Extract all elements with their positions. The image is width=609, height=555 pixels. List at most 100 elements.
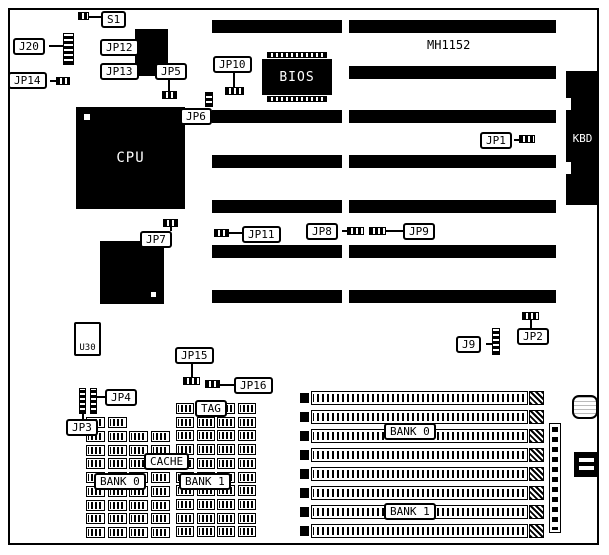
cache-chip (107, 513, 127, 525)
simm-module (311, 524, 528, 538)
simm-socket-end (529, 467, 544, 481)
cache-chip (176, 416, 194, 428)
jp15-connector (183, 377, 200, 385)
jp10-connector (225, 87, 244, 95)
jp6-connector (205, 92, 213, 107)
isa-slot (349, 290, 556, 303)
cache-chip (237, 403, 256, 414)
isa-slot (212, 200, 342, 213)
callout-jp2: JP2 (517, 328, 549, 345)
cache-chip (237, 457, 256, 469)
cache-chip (237, 444, 256, 456)
j9-connector (492, 328, 500, 355)
jp7-connector (163, 219, 178, 227)
cache-chip (176, 498, 194, 510)
leader-line (170, 227, 172, 231)
u30-label: U30 (79, 343, 96, 353)
cache-chip (217, 526, 235, 538)
cache-chip (129, 499, 148, 511)
cache-chip (86, 499, 105, 511)
isa-slot (349, 66, 556, 79)
cache-chip (129, 513, 148, 525)
callout-jp9: JP9 (403, 223, 435, 240)
jp5-connector (162, 91, 177, 99)
cache-chip (150, 485, 170, 497)
isa-slot (349, 200, 556, 213)
jp8-connector (347, 227, 364, 235)
simm-socket-notch (300, 488, 309, 498)
cache-chip (86, 526, 105, 538)
power-connector (549, 423, 561, 533)
callout-jp11: JP11 (242, 226, 281, 243)
simm-socket-notch (300, 431, 309, 441)
simm-socket-end (529, 391, 544, 405)
cache-chip (176, 403, 194, 414)
cache-chip (196, 512, 215, 524)
leader-line (50, 80, 56, 82)
cache-chip (237, 430, 256, 442)
simm-socket-notch (300, 393, 309, 403)
bios-pins-top (267, 52, 327, 58)
cache-chip (237, 485, 256, 497)
simm-socket-end (529, 410, 544, 424)
cache-chip (196, 444, 215, 456)
keyboard-connector: KBD (566, 71, 599, 205)
callout-jp6: JP6 (180, 108, 212, 125)
u30-socket: U30 (74, 322, 101, 356)
isa-slot (212, 20, 342, 33)
cache-chip (107, 431, 127, 442)
leader-line (486, 343, 492, 345)
chipset-pin1-dot (151, 292, 156, 297)
cache-bank1-label: BANK 1 (179, 473, 231, 490)
simm-module (311, 410, 528, 424)
cache-chip (217, 444, 235, 456)
leader-line (168, 79, 170, 91)
leader-line (229, 232, 242, 234)
leader-line (191, 363, 193, 377)
leader-line (530, 320, 532, 328)
board-outline (8, 8, 599, 545)
callout-j9: J9 (456, 336, 482, 353)
callout-jp4: JP4 (105, 389, 137, 406)
simm-socket-notch (300, 526, 309, 536)
leader-line (82, 413, 84, 419)
cache-chip (217, 512, 235, 524)
simm-socket-notch (300, 507, 309, 517)
callout-j20: J20 (13, 38, 45, 55)
simm-bank1-label: BANK 1 (384, 503, 436, 520)
simm-socket-end (529, 486, 544, 500)
leader-line (514, 139, 519, 141)
jp3-connector (79, 388, 86, 414)
callout-jp5: JP5 (155, 63, 187, 80)
cache-chip (196, 526, 215, 538)
simm-module (311, 391, 528, 405)
kbd-notch (566, 98, 571, 110)
cache-chip (150, 431, 170, 442)
cache-chip (86, 444, 105, 456)
cache-chip (129, 444, 148, 456)
jp1-connector (519, 135, 535, 143)
isa-slot (212, 245, 342, 258)
cache-chip (237, 416, 256, 428)
board-model-label: MH1152 (427, 38, 471, 52)
cache-chip (196, 498, 215, 510)
cache-chip (217, 457, 235, 469)
cache-chip (237, 512, 256, 524)
callout-jp15: JP15 (175, 347, 214, 364)
callout-jp16: JP16 (234, 377, 273, 394)
leader-line (220, 384, 234, 386)
kbd-notch (566, 162, 571, 174)
cache-chip (237, 526, 256, 538)
jp4-connector (90, 388, 97, 414)
cache-chip (217, 430, 235, 442)
leader-line (88, 16, 101, 18)
jp11-connector (214, 229, 229, 237)
leader-line (233, 72, 235, 87)
cache-chip (129, 431, 148, 442)
cache-chip (217, 498, 235, 510)
simm-socket-end (529, 524, 544, 538)
callout-jp12: JP12 (100, 39, 139, 56)
external-connector-slot (579, 466, 594, 470)
callout-jp13: JP13 (100, 63, 139, 80)
tag-label: TAG (195, 400, 227, 417)
